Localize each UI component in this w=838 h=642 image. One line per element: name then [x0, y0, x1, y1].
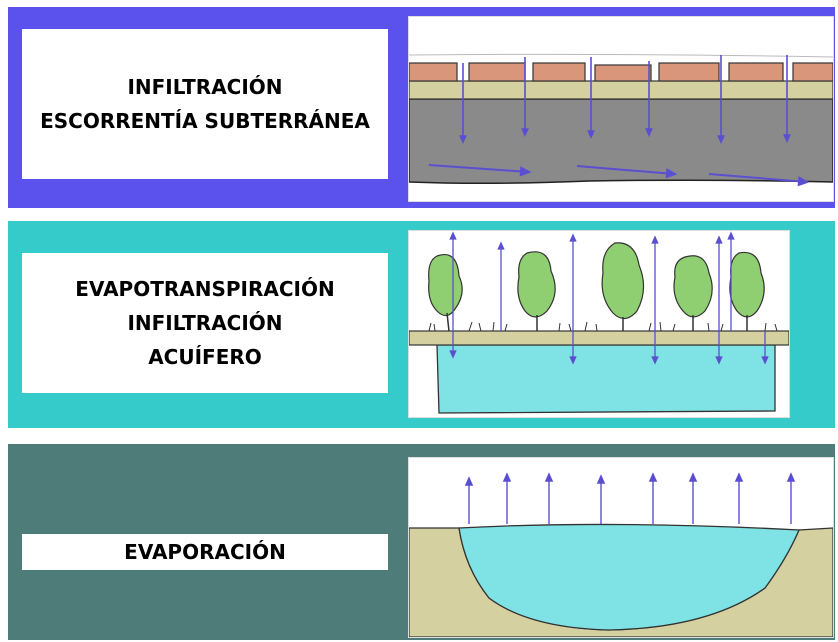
arrowhead — [569, 233, 577, 242]
arrowhead — [544, 472, 554, 482]
arrowhead — [651, 235, 659, 244]
arrowhead — [648, 472, 658, 482]
arrowhead — [717, 135, 725, 144]
arrowhead — [502, 472, 512, 482]
arrowhead — [645, 128, 653, 137]
arrowhead — [521, 128, 529, 137]
arrowhead — [459, 135, 467, 144]
label-line: INFILTRACIÓN — [127, 75, 283, 99]
infiltration-panel: INFILTRACIÓN ESCORRENTÍA SUBTERRÁNEA — [8, 7, 835, 208]
label-line: INFILTRACIÓN — [127, 311, 283, 335]
aquifer-water — [436, 344, 776, 414]
arrowhead — [783, 134, 791, 143]
evapotranspiration-label-box: EVAPOTRANSPIRACIÓN INFILTRACIÓN ACUÍFERO — [22, 253, 388, 393]
subsurface-flow-arrows — [428, 164, 810, 187]
arrowhead — [596, 474, 606, 484]
infiltration-arrows — [449, 315, 769, 365]
evaporation-label-box: EVAPORACIÓN — [22, 534, 388, 570]
arrowhead — [797, 176, 810, 187]
arrowhead — [715, 356, 723, 365]
pond-water — [458, 523, 800, 631]
infiltration-label-box: INFILTRACIÓN ESCORRENTÍA SUBTERRÁNEA — [22, 29, 388, 179]
arrowhead — [569, 356, 577, 365]
evaporation-drawing — [409, 472, 833, 637]
label-line: ESCORRENTÍA SUBTERRÁNEA — [40, 109, 370, 133]
arrowhead — [665, 168, 678, 179]
arrowhead — [727, 231, 735, 240]
evapotranspiration-illustration — [408, 230, 790, 418]
arrowhead — [786, 472, 796, 482]
arrowhead — [519, 166, 532, 177]
tree-row — [428, 242, 765, 320]
arrowhead — [734, 472, 744, 482]
infiltration-arrows — [459, 55, 791, 144]
evapotranspiration-drawing — [409, 231, 789, 414]
arrowhead — [715, 235, 723, 244]
arrow — [708, 173, 808, 183]
gray-rock-layer — [409, 98, 833, 185]
arrowhead — [449, 350, 457, 359]
arrowhead — [449, 231, 457, 240]
infiltration-illustration — [408, 16, 834, 202]
paver-row — [409, 62, 833, 82]
arrow — [576, 165, 676, 175]
infiltration-drawing — [409, 53, 833, 187]
evaporation-illustration — [408, 457, 834, 638]
arrowhead — [587, 130, 595, 139]
arrowhead — [497, 241, 505, 250]
arrow — [428, 164, 530, 173]
arrowhead — [761, 356, 769, 365]
evaporation-panel: EVAPORACIÓN — [8, 444, 835, 640]
grass-tufts — [428, 321, 778, 332]
arrowhead — [688, 472, 698, 482]
evaporation-arrows — [464, 472, 796, 524]
label-line: ACUÍFERO — [148, 345, 262, 369]
label-line: EVAPOTRANSPIRACIÓN — [75, 277, 335, 301]
tree-trunks — [446, 312, 748, 332]
soil-band — [409, 80, 833, 100]
soil-band — [409, 330, 789, 346]
evapotranspiration-panel: EVAPOTRANSPIRACIÓN INFILTRACIÓN ACUÍFERO — [8, 221, 835, 428]
arrowhead — [464, 476, 474, 486]
label-line: EVAPORACIÓN — [124, 540, 286, 564]
arrowhead — [651, 356, 659, 365]
evapotranspiration-arrows — [449, 231, 735, 331]
